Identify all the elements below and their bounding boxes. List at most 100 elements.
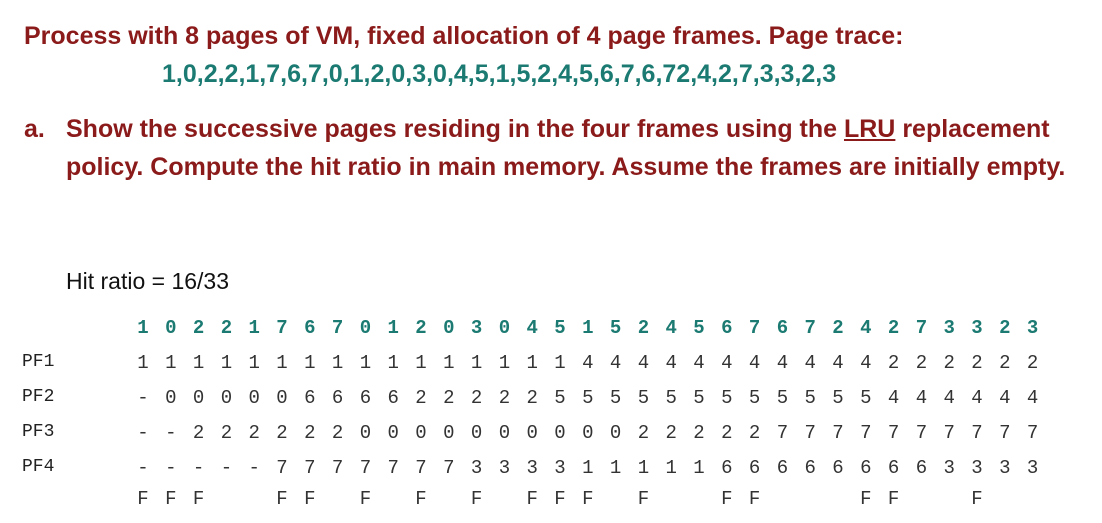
fault-marker: F bbox=[137, 488, 149, 510]
frame-cell: - bbox=[165, 457, 177, 479]
frame-cell: 4 bbox=[748, 352, 761, 374]
frame-cell: 0 bbox=[582, 422, 594, 444]
trace-header-cell: 2 bbox=[637, 317, 650, 339]
frame-cell: 6 bbox=[832, 457, 844, 479]
trace-header-cell: 4 bbox=[526, 317, 538, 339]
frame-cell: 4 bbox=[721, 352, 733, 374]
frame-cell: 1 bbox=[470, 352, 483, 374]
trace-header-cell: 5 bbox=[609, 317, 622, 339]
trace-header-cell: 5 bbox=[693, 317, 705, 339]
frame-cell: 2 bbox=[665, 422, 677, 444]
frame-cell: 1 bbox=[665, 457, 677, 479]
trace-header-cell: 6 bbox=[776, 317, 789, 339]
frame-cell: 4 bbox=[860, 352, 872, 374]
trace-header-cell: 0 bbox=[359, 317, 372, 339]
frame-cell: 2 bbox=[748, 422, 761, 444]
lru-term: LRU bbox=[843, 115, 896, 143]
frame-cell: 5 bbox=[637, 387, 650, 409]
frame-cell: 0 bbox=[609, 422, 622, 444]
frame-cell: 3 bbox=[498, 457, 511, 479]
frame-cell: 6 bbox=[776, 457, 789, 479]
frame-cell: 1 bbox=[359, 352, 372, 374]
frame-cell: 4 bbox=[637, 352, 650, 374]
fault-marker: F bbox=[971, 488, 983, 510]
frame-cell: 1 bbox=[498, 352, 511, 374]
frame-cell: 6 bbox=[748, 457, 761, 479]
fault-marker: F bbox=[470, 488, 483, 510]
frame-cell: 1 bbox=[304, 352, 316, 374]
frame-cell: 4 bbox=[832, 352, 844, 374]
frame-cell: 6 bbox=[804, 457, 816, 479]
frame-cell: 1 bbox=[220, 352, 233, 374]
frame-cell: - bbox=[137, 387, 149, 409]
trace-header-cell: 1 bbox=[387, 317, 399, 339]
frame-cell: 0 bbox=[443, 422, 455, 444]
frame-cell: 1 bbox=[609, 457, 622, 479]
frame-cell: 3 bbox=[554, 457, 566, 479]
frame-cell: 4 bbox=[693, 352, 705, 374]
frame-cell: 6 bbox=[721, 457, 733, 479]
trace-header-cell: 7 bbox=[331, 317, 344, 339]
frame-cell: 2 bbox=[999, 352, 1011, 374]
frame-cell: 0 bbox=[192, 387, 205, 409]
page-title: Process with 8 pages of VM, fixed alloca… bbox=[24, 22, 904, 50]
question-a: a. Show the successive pages residing in… bbox=[24, 110, 1084, 186]
frame-cell: 6 bbox=[915, 457, 928, 479]
trace-header-cell: 1 bbox=[137, 317, 149, 339]
trace-header-cell: 2 bbox=[415, 317, 427, 339]
frame-cell: 1 bbox=[387, 352, 399, 374]
frame-cell: 5 bbox=[860, 387, 872, 409]
frame-cell: 1 bbox=[637, 457, 650, 479]
fault-marker: F bbox=[526, 488, 538, 510]
frame-cell: 2 bbox=[526, 387, 538, 409]
frame-cell: 6 bbox=[887, 457, 900, 479]
frame-cell: 3 bbox=[999, 457, 1011, 479]
trace-header-cell: 2 bbox=[220, 317, 233, 339]
frame-cell: 0 bbox=[498, 422, 511, 444]
hit-ratio: Hit ratio = 16/33 bbox=[66, 268, 230, 294]
trace-header-cell: 2 bbox=[887, 317, 900, 339]
frame-cell: 5 bbox=[832, 387, 844, 409]
frame-cell: 5 bbox=[721, 387, 733, 409]
frame-cell: - bbox=[137, 457, 149, 479]
trace-header-cell: 7 bbox=[748, 317, 761, 339]
question-text: Show the successive pages residing in th… bbox=[66, 110, 1084, 186]
trace-header-cell: 4 bbox=[860, 317, 872, 339]
frame-cell: 1 bbox=[693, 457, 705, 479]
frame-cell: 2 bbox=[415, 387, 427, 409]
frame-cell: 7 bbox=[915, 422, 928, 444]
trace-header-cell: 0 bbox=[498, 317, 511, 339]
frame-label: PF2 bbox=[22, 387, 55, 407]
frame-cell: 0 bbox=[248, 387, 260, 409]
frame-cell: 1 bbox=[331, 352, 344, 374]
frame-cell: 3 bbox=[526, 457, 538, 479]
frame-cell: 4 bbox=[582, 352, 594, 374]
fault-marker: F bbox=[748, 488, 761, 510]
frame-cell: 2 bbox=[915, 352, 928, 374]
frame-cell: 5 bbox=[804, 387, 816, 409]
trace-header-cell: 6 bbox=[304, 317, 316, 339]
frame-cell: 4 bbox=[999, 387, 1011, 409]
frame-cell: 0 bbox=[470, 422, 483, 444]
question-label: a. bbox=[24, 115, 45, 143]
frame-cell: 6 bbox=[304, 387, 316, 409]
trace-header-cell: 0 bbox=[443, 317, 455, 339]
frame-cell: 4 bbox=[804, 352, 816, 374]
frame-cell: 2 bbox=[943, 352, 955, 374]
frame-cell: 1 bbox=[276, 352, 288, 374]
frame-cell: 7 bbox=[415, 457, 427, 479]
frame-cell: 4 bbox=[776, 352, 789, 374]
trace-header-cell: 1 bbox=[582, 317, 594, 339]
frame-cell: 7 bbox=[331, 457, 344, 479]
frame-cell: 7 bbox=[804, 422, 816, 444]
fault-marker: F bbox=[582, 488, 594, 510]
frame-cell: 4 bbox=[665, 352, 677, 374]
frame-cell: 3 bbox=[971, 457, 983, 479]
frame-cell: - bbox=[165, 422, 177, 444]
frame-cell: 5 bbox=[609, 387, 622, 409]
fault-marker: F bbox=[276, 488, 288, 510]
frame-cell: - bbox=[248, 457, 260, 479]
frame-cell: 1 bbox=[192, 352, 205, 374]
frame-cell: 2 bbox=[220, 422, 233, 444]
frame-cell: 7 bbox=[887, 422, 900, 444]
